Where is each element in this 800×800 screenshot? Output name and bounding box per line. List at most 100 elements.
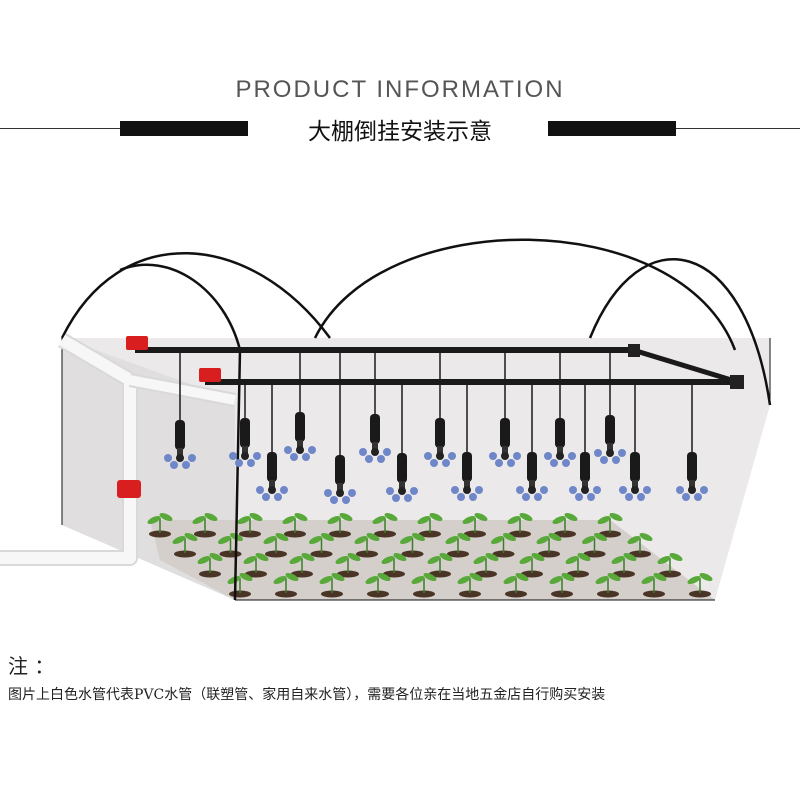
soil-mound <box>245 570 267 578</box>
soil-mound <box>374 530 396 538</box>
seedling <box>381 552 407 573</box>
header-rule-right <box>676 128 800 129</box>
seedling <box>243 552 269 573</box>
soil-mound <box>447 550 469 558</box>
seedling <box>507 512 533 533</box>
hanging-sprinkler <box>424 350 456 467</box>
seedling <box>536 532 562 553</box>
seedling <box>309 532 334 553</box>
pvc-pipe <box>0 334 136 564</box>
hanging-sprinkler <box>594 350 626 464</box>
soil-mound <box>291 570 313 578</box>
seedling <box>427 552 453 573</box>
soil-mound <box>239 530 261 538</box>
hanging-sprinkler <box>229 382 261 467</box>
seedling <box>597 512 623 533</box>
hanging-sprinkler <box>324 350 356 504</box>
soil-mound <box>284 530 306 538</box>
hanging-sprinkler <box>619 382 651 501</box>
seedling <box>462 512 488 533</box>
seedling <box>595 572 621 593</box>
seedling <box>565 552 591 573</box>
soil-mound <box>194 530 216 538</box>
end-cap <box>628 344 640 357</box>
seedling <box>263 532 289 553</box>
soil-mound <box>629 550 651 558</box>
soil-mound <box>492 550 515 558</box>
seedling <box>457 572 483 593</box>
hoop-arch-left <box>60 252 332 339</box>
hanging-sprinkler <box>386 382 418 502</box>
hanging-sprinkler <box>451 382 483 501</box>
soil-mound <box>419 530 441 538</box>
soil-mound <box>521 570 543 578</box>
seedling <box>372 512 398 533</box>
seedling <box>552 512 578 533</box>
hanging-sprinkler <box>676 382 708 501</box>
soil-mound <box>567 570 589 578</box>
seedling <box>319 572 345 593</box>
soil-mound <box>199 570 221 578</box>
drip-crossline <box>632 347 739 385</box>
hanging-sprinkler <box>284 350 316 461</box>
seedling <box>611 552 637 573</box>
seedling <box>327 512 353 533</box>
seedling <box>445 532 471 553</box>
soil-mound <box>265 550 287 558</box>
soil-mound <box>551 590 573 598</box>
soil-mound <box>310 550 333 558</box>
soil-mound <box>475 570 497 578</box>
seedling <box>400 532 425 553</box>
soil-mound <box>337 570 359 578</box>
soil-mound <box>429 570 451 578</box>
soil-mound <box>554 530 576 538</box>
header-rule-left <box>0 128 120 129</box>
seedling <box>417 512 443 533</box>
hanging-sprinkler <box>516 382 548 501</box>
header-bar-right <box>548 121 676 136</box>
seedling <box>147 512 173 533</box>
hanging-sprinkler <box>569 382 601 501</box>
soil-mound <box>464 530 486 538</box>
soil-mound <box>356 550 378 558</box>
hanging-sprinkler <box>256 382 288 501</box>
soil-mound <box>321 590 343 598</box>
soil-mound <box>689 590 711 598</box>
seedling <box>172 532 198 553</box>
end-cap <box>730 375 744 389</box>
pipe-valve <box>117 480 141 498</box>
soil-mound <box>149 530 171 538</box>
soil-mound <box>643 590 665 598</box>
seedling <box>519 552 545 573</box>
red-valve <box>199 368 221 382</box>
soil-mound <box>597 590 619 598</box>
seedling <box>582 532 607 553</box>
seedling <box>192 512 218 533</box>
soil-mound <box>383 570 405 578</box>
seedling <box>365 572 391 593</box>
greenhouse-illustration <box>0 238 772 601</box>
seedling <box>354 532 380 553</box>
page-title: 大棚倒挂安装示意 <box>308 119 492 145</box>
seedling <box>237 512 263 533</box>
seedling <box>473 552 499 573</box>
soil-mound <box>174 550 196 558</box>
hoop-arch-right <box>588 257 772 406</box>
soil-mound <box>509 530 531 538</box>
red-valve <box>126 336 148 350</box>
seedling <box>227 572 253 593</box>
note-text: 图片上白色水管代表PVC水管（联塑管、家用自来水管），需要各位亲在当地五金店自行… <box>8 687 606 703</box>
hoop-arch-front <box>119 263 242 601</box>
hanging-sprinkler <box>164 350 196 469</box>
seedling <box>549 572 575 593</box>
soil-mound <box>329 530 351 538</box>
soil-mound <box>505 590 527 598</box>
seedling <box>197 552 223 573</box>
soil-mound <box>401 550 424 558</box>
soil-mound <box>459 590 481 598</box>
soil-mound <box>367 590 389 598</box>
seedling <box>641 572 667 593</box>
seedling <box>282 512 308 533</box>
seedling <box>657 552 683 573</box>
seedling <box>411 572 437 593</box>
